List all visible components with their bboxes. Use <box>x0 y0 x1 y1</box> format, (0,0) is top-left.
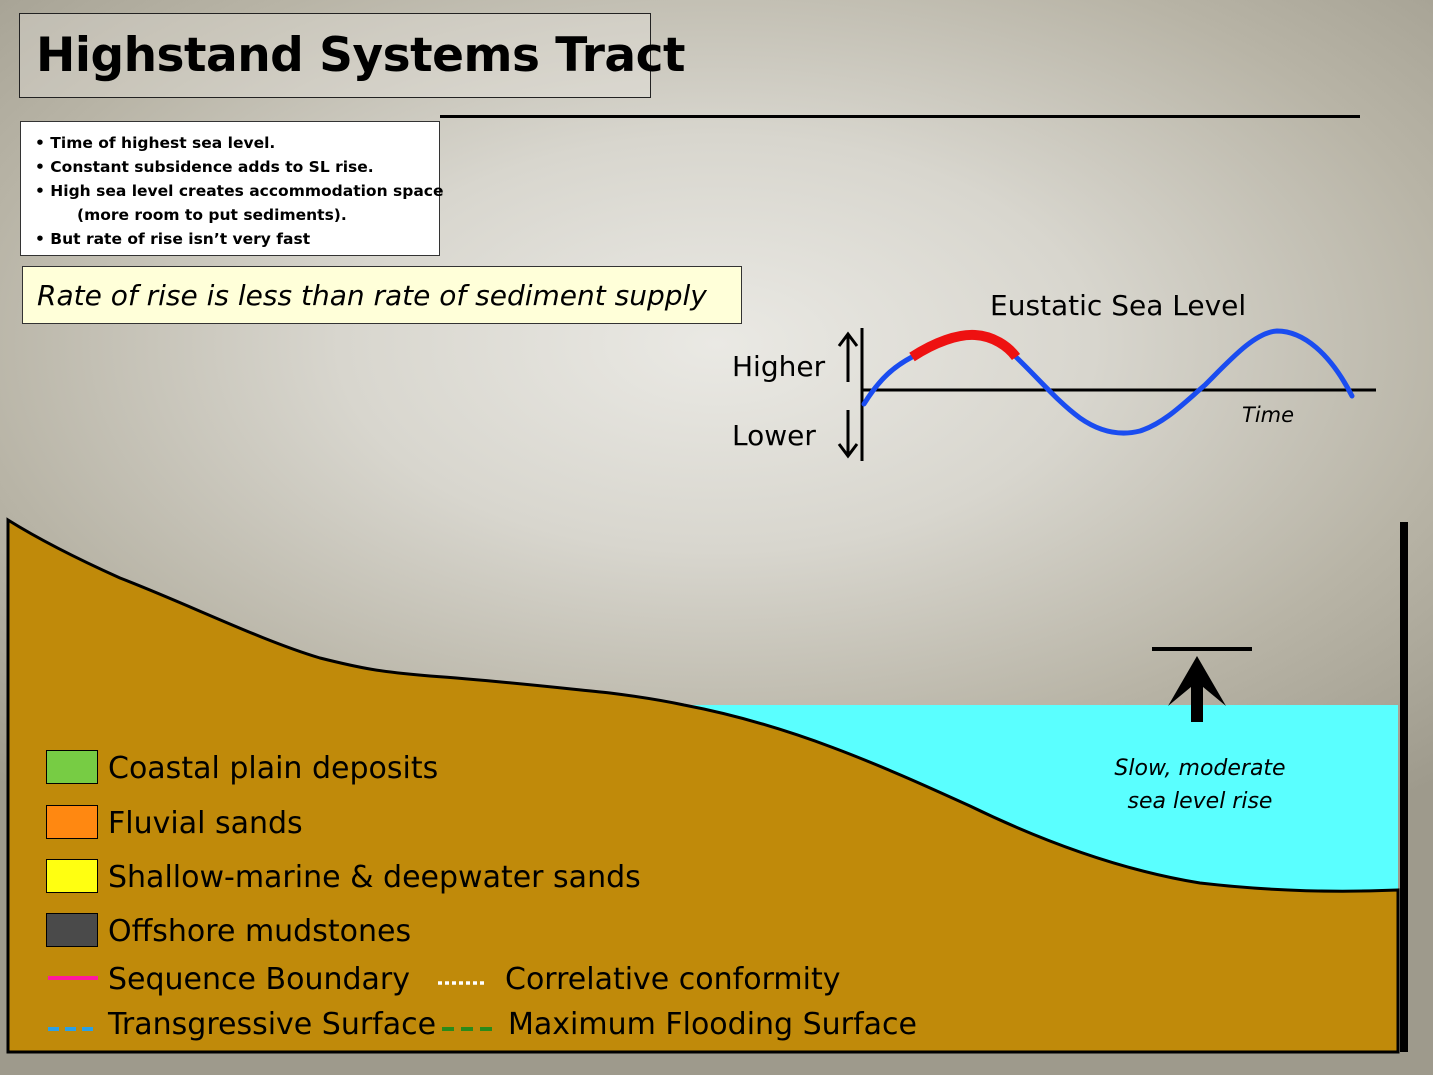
title-box: Highstand Systems Tract <box>19 13 685 98</box>
legend-label: Coastal plain deposits <box>108 751 439 786</box>
legend-swatch <box>46 750 98 784</box>
lower-label: Lower <box>732 419 816 452</box>
legend-swatch <box>46 859 98 893</box>
up-arrow-icon <box>837 331 859 382</box>
bullet-item: • Time of highest sea level. <box>35 134 276 152</box>
bullet-item: • But rate of rise isn’t very fast <box>35 230 311 248</box>
callout-box: Rate of rise is less than rate of sedime… <box>22 266 742 324</box>
legend-correlative-conformity: Correlative conformity <box>505 962 841 997</box>
legend-swatch <box>46 805 98 839</box>
legend-sequence-boundary: Sequence Boundary <box>108 962 410 997</box>
land-sediment <box>6 517 1400 1054</box>
callout-text: Rate of rise is less than rate of sedime… <box>37 279 707 312</box>
rise-label-line: sea level rise <box>1127 789 1273 814</box>
down-arrow-icon <box>837 410 859 459</box>
bullet-item: (more room to put sediments). <box>77 206 347 224</box>
chart-title: Eustatic Sea Level <box>990 289 1247 322</box>
higher-label: Higher <box>732 350 826 383</box>
legend-label: Offshore mudstones <box>108 914 412 949</box>
sea-water <box>684 705 1398 892</box>
highstand-highlight <box>909 329 1021 362</box>
rise-label-line: Slow, moderate <box>1114 756 1286 781</box>
page-title: Highstand Systems Tract <box>36 28 685 83</box>
legend-label: Fluvial sands <box>108 806 303 841</box>
title-divider <box>440 115 1360 118</box>
bullet-list: • Time of highest sea level. • Constant … <box>20 121 444 256</box>
bullet-item: • High sea level creates accommodation s… <box>35 182 444 200</box>
bullet-item: • Constant subsidence adds to SL rise. <box>35 158 374 176</box>
time-label: Time <box>1242 403 1295 427</box>
legend-transgressive-surface: Transgressive Surface <box>108 1007 437 1042</box>
sea-level-rise-arrow-icon <box>1152 647 1252 722</box>
legend-label: Shallow-marine & deepwater sands <box>108 860 641 895</box>
legend-maximum-flooding-surface: Maximum Flooding Surface <box>508 1007 917 1042</box>
legend-swatch <box>46 913 98 947</box>
sea-level-rise-label: Slow, moderate sea level rise <box>1090 752 1310 818</box>
